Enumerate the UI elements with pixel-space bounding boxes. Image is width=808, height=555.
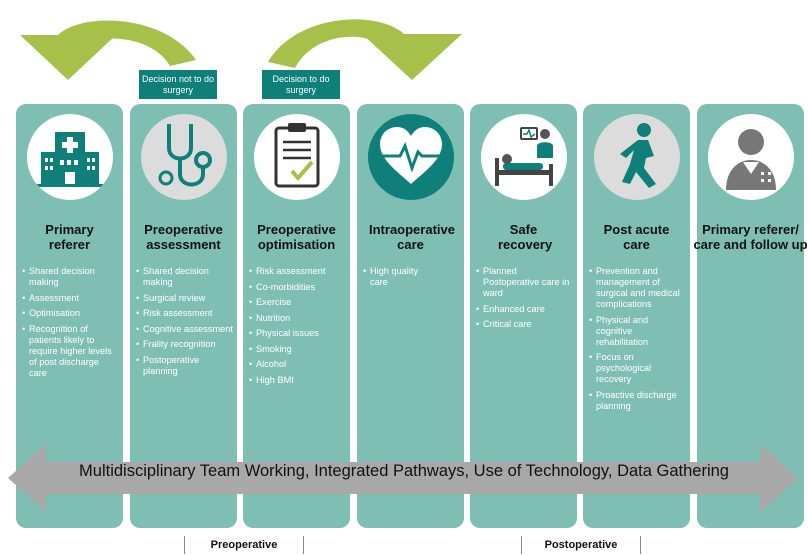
list-item: Physical and cognitive rehabilitation [589, 315, 686, 348]
left-curved-arrow-icon [20, 20, 196, 80]
stage-items: Planned Postoperative care in ward Enhan… [476, 266, 573, 335]
list-item: High quality care [363, 266, 460, 288]
list-item: Recognition of patients likely to requir… [22, 324, 119, 379]
decision-not-surgery-label: Decision not to do surgery [139, 70, 217, 99]
list-item: Alcohol [249, 359, 346, 370]
band-label: Multidisciplinary Team Working, Integrat… [79, 462, 729, 480]
list-item: Postoperative planning [136, 355, 233, 377]
list-item: Nutrition [249, 313, 346, 324]
stage-items: Shared decision making Assessment Optimi… [22, 266, 119, 383]
stage-items: Prevention and management of surgical an… [589, 266, 686, 416]
list-item: High BMI [249, 375, 346, 386]
list-item: Frality recognition [136, 339, 233, 350]
doctor-icon [707, 114, 794, 200]
hospital-icon [26, 114, 113, 200]
phase-postoperative: Postoperative [521, 536, 641, 554]
right-curved-arrow-icon [268, 19, 462, 80]
list-item: Focus on psychological recovery [589, 352, 686, 385]
list-item: Optimisation [22, 308, 119, 319]
list-item: Assessment [22, 293, 119, 304]
list-item: Cognitive assessment [136, 324, 233, 335]
phase-preoperative: Preoperative [184, 536, 304, 554]
list-item: Critical care [476, 319, 573, 330]
clipboard-icon [253, 114, 340, 200]
heart-monitor-icon [367, 114, 454, 200]
decision-arrows [20, 19, 462, 80]
stage-title: Intraoperative care [369, 222, 455, 252]
stage-title: Preoperative assessment [144, 222, 223, 252]
list-item: Risk assessment [249, 266, 346, 277]
hospital-bed-icon [480, 114, 567, 200]
list-item: Shared decision making [22, 266, 119, 288]
list-item: Risk assessment [136, 308, 233, 319]
list-item: Exercise [249, 297, 346, 308]
stage-items: Risk assessment Co-morbidities Exercise … [249, 266, 346, 390]
stage-title: Preoperative optimisation [257, 222, 336, 252]
stage-title: Post acute care [603, 222, 670, 252]
stage-items: High quality care [363, 266, 460, 293]
stage-title: Safe recovery [498, 222, 553, 252]
stage-title: Primary referer/ care and follow up [693, 222, 808, 252]
stethoscope-icon [140, 114, 227, 200]
list-item: Planned Postoperative care in ward [476, 266, 573, 299]
list-item: Smoking [249, 344, 346, 355]
list-item: Proactive discharge planning [589, 390, 686, 412]
list-item: Co-morbidities [249, 282, 346, 293]
list-item: Enhanced care [476, 304, 573, 315]
rehabilitation-icon [593, 114, 680, 200]
stage-title: Primary referer [45, 222, 94, 252]
list-item: Shared decision making [136, 266, 233, 288]
stage-items: Shared decision making Surgical review R… [136, 266, 233, 381]
decision-surgery-label: Decision to do surgery [262, 70, 340, 99]
list-item: Prevention and management of surgical an… [589, 266, 686, 310]
list-item: Physical issues [249, 328, 346, 339]
list-item: Surgical review [136, 293, 233, 304]
